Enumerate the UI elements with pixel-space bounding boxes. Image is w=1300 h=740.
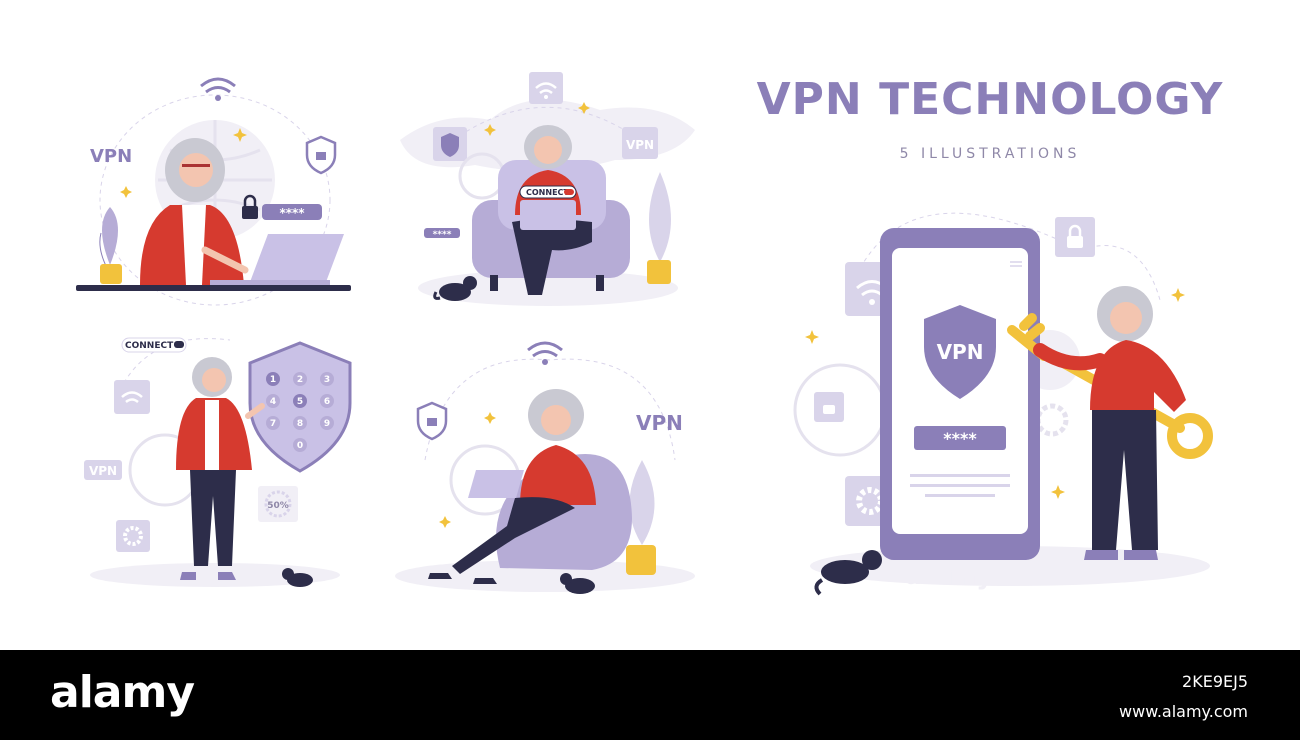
lock-icon bbox=[1055, 217, 1095, 257]
svg-text:5: 5 bbox=[297, 397, 303, 407]
connect-label: CONNECT bbox=[526, 188, 569, 197]
scene-woman-in-beanbag: VPN bbox=[395, 341, 695, 594]
phone-password-label: **** bbox=[943, 429, 977, 448]
svg-text:3: 3 bbox=[324, 375, 330, 385]
wifi-icon bbox=[114, 380, 150, 414]
svg-text:4: 4 bbox=[270, 397, 276, 407]
black-cat bbox=[282, 568, 313, 587]
page-subtitle: 5 ILLUSTRATIONS bbox=[899, 146, 1081, 162]
scene-phone-and-golden-key: VPN **** alamy bbox=[793, 212, 1213, 596]
shield-keypad: 1 2 3 4 5 6 7 8 9 0 bbox=[248, 341, 352, 473]
wifi-icon bbox=[527, 341, 563, 365]
shield-lock-icon bbox=[305, 135, 337, 175]
svg-text:8: 8 bbox=[297, 419, 303, 429]
svg-text:VPN: VPN bbox=[626, 138, 654, 152]
watermark: alamy bbox=[905, 561, 993, 591]
shield-lock-icon bbox=[433, 127, 467, 161]
footer-bar: alamy 2KE9EJ5 www.alamy.com bbox=[0, 650, 1300, 740]
black-cat bbox=[433, 276, 477, 301]
svg-text:VPN: VPN bbox=[89, 464, 117, 478]
black-cat bbox=[560, 573, 595, 594]
svg-text:7: 7 bbox=[270, 419, 276, 429]
connect-toggle: CONNECT bbox=[121, 337, 187, 353]
illustration-canvas: VPN **** bbox=[76, 72, 1224, 596]
svg-text:0: 0 bbox=[297, 441, 303, 451]
image-id: 2KE9EJ5 bbox=[1182, 672, 1248, 691]
gear-icon bbox=[116, 520, 150, 552]
scene-woman-in-armchair: VPN **** CONNECT bbox=[400, 72, 695, 306]
vpn-badge: VPN bbox=[622, 127, 658, 159]
vpn-label: VPN bbox=[636, 411, 683, 435]
scene-woman-with-shield-keypad: CONNECT VPN 50% bbox=[84, 337, 352, 587]
progress-indicator: 50% bbox=[258, 486, 298, 522]
svg-text:6: 6 bbox=[324, 397, 330, 407]
wifi-icon bbox=[200, 77, 236, 101]
svg-text:9: 9 bbox=[324, 419, 330, 429]
alamy-logo[interactable]: alamy bbox=[50, 667, 195, 718]
black-cat bbox=[814, 550, 882, 596]
vpn-label: VPN bbox=[90, 146, 132, 167]
svg-text:****: **** bbox=[433, 230, 452, 240]
svg-text:CONNECT: CONNECT bbox=[125, 341, 174, 351]
lock-icon bbox=[814, 392, 844, 422]
site-url[interactable]: www.alamy.com bbox=[1119, 702, 1248, 721]
vpn-illustrations: VPN **** bbox=[76, 72, 1213, 596]
svg-text:1: 1 bbox=[270, 375, 276, 385]
phone-vpn-label: VPN bbox=[937, 340, 984, 364]
password-field-label: **** bbox=[279, 206, 305, 220]
vpn-badge: VPN bbox=[84, 460, 122, 480]
scene-woman-at-desk: VPN **** bbox=[76, 77, 351, 306]
svg-text:2: 2 bbox=[297, 375, 303, 385]
page-title: VPN TECHNOLOGY bbox=[756, 74, 1224, 125]
progress-label: 50% bbox=[267, 501, 289, 511]
shield-lock-icon bbox=[416, 401, 448, 441]
wifi-icon bbox=[529, 72, 563, 104]
smartphone: VPN **** bbox=[880, 228, 1040, 560]
